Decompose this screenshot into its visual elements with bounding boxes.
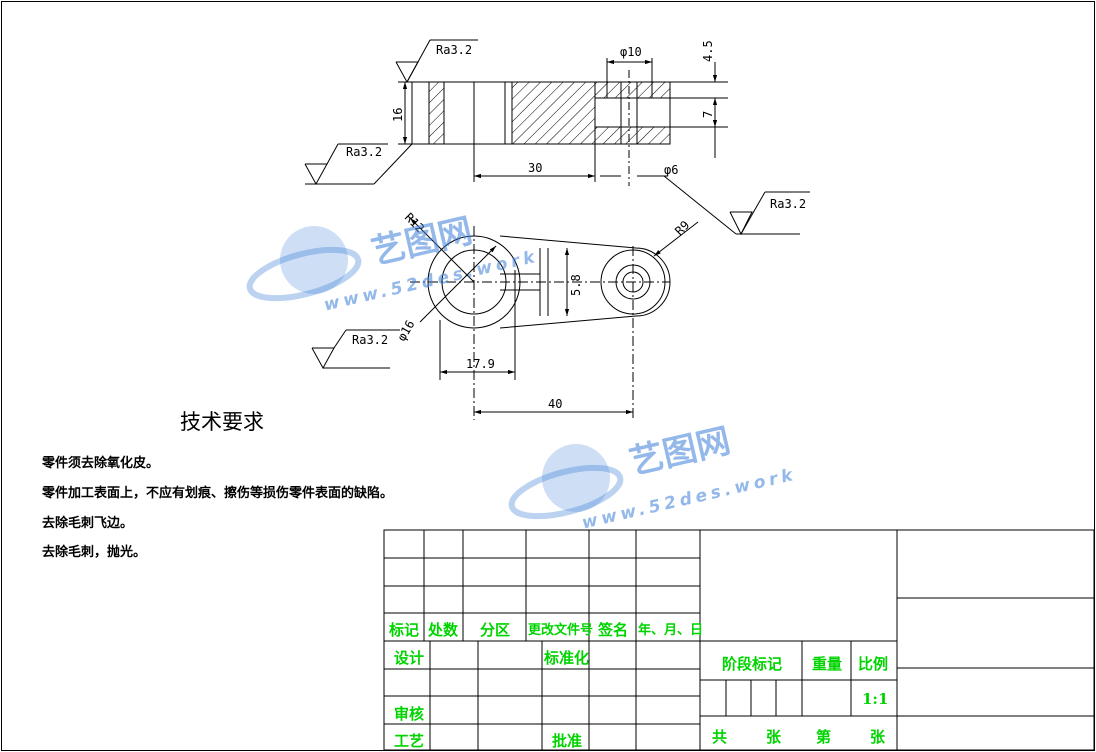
dim-phi16: φ16 [394, 318, 417, 344]
section-view [398, 58, 728, 186]
tb-standardization: 标准化 [544, 649, 590, 667]
tb-stage-mark: 阶段标记 [722, 655, 783, 673]
roughness-label-top-left: Ra3.2 [436, 43, 472, 57]
tb-header-count: 处数 [428, 621, 459, 639]
dim-7: 7 [701, 111, 715, 118]
tb-scale-value: 1:1 [862, 690, 889, 708]
requirement-line-4: 去除毛刺，抛光。 [42, 545, 147, 560]
tb-header-mark: 标记 [389, 621, 420, 639]
tb-design: 设计 [394, 649, 425, 667]
tb-header-date: 年、月、日 [638, 623, 704, 638]
dim-5-8: 5.8 [569, 274, 583, 296]
requirement-line-2: 零件加工表面上，不应有划痕、擦伤等损伤零件表面的缺陷。 [42, 486, 394, 501]
title-block [383, 529, 1095, 751]
roughness-symbol-plan-left [311, 329, 400, 370]
dim-4-5: 4.5 [701, 40, 715, 62]
dim-40: 40 [548, 397, 562, 411]
roughness-label-bottom-left: Ra3.2 [346, 145, 382, 159]
tb-sheets: 张 [766, 728, 782, 746]
dim-phi6: φ6 [664, 163, 678, 177]
requirements-title: 技术要求 [180, 410, 264, 434]
dim-r9: R9 [672, 218, 692, 238]
roughness-label-plan-left: Ra3.2 [352, 333, 388, 347]
requirement-line-3: 去除毛刺飞边。 [42, 516, 134, 531]
tb-sheets-2: 张 [870, 728, 886, 746]
tb-sheet-no: 第 [816, 728, 832, 746]
tb-weight: 重量 [812, 655, 843, 673]
roughness-symbol-right [663, 175, 810, 236]
tb-header-zone: 分区 [480, 621, 511, 639]
dim-30: 30 [528, 161, 542, 175]
tb-header-change-doc: 更改文件号 [528, 623, 594, 638]
dim-16: 16 [391, 108, 405, 122]
tb-total: 共 [712, 728, 728, 746]
plan-view [409, 217, 699, 420]
dim-17-9: 17.9 [466, 357, 495, 371]
roughness-label-right: Ra3.2 [770, 197, 806, 211]
tb-header-signature: 签名 [598, 621, 629, 639]
tb-review: 审核 [394, 705, 425, 723]
requirement-line-1: 零件须去除氧化皮。 [42, 456, 160, 471]
watermark-globe-icon [246, 226, 362, 302]
roughness-symbol-top-left [395, 39, 478, 84]
roughness-symbol-bottom-left [304, 143, 413, 186]
tb-approval: 批准 [552, 732, 583, 750]
dim-phi10: φ10 [620, 45, 642, 59]
watermark-globe-icon-2 [508, 444, 624, 520]
tb-process: 工艺 [394, 732, 425, 750]
tb-scale-label: 比例 [858, 655, 889, 673]
